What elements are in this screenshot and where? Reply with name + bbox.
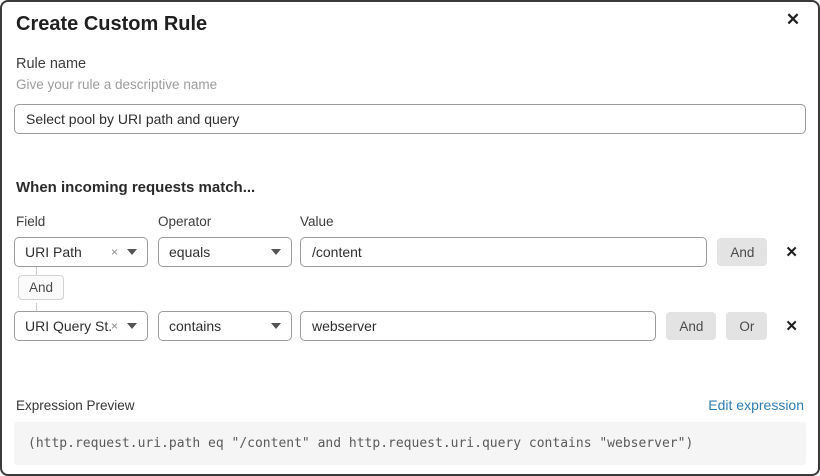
page-title: Create Custom Rule	[16, 13, 208, 35]
expression-preview-header: Expression Preview Edit expression	[14, 397, 806, 413]
condition-row: URI Path × equals And ✕	[14, 237, 806, 267]
value-input[interactable]	[300, 311, 657, 341]
operator-select[interactable]: contains	[158, 311, 292, 341]
chevron-down-icon	[271, 249, 281, 255]
connector-line	[36, 267, 37, 275]
clear-selection-icon[interactable]: ×	[110, 319, 118, 333]
rule-name-helper-text: Give your rule a descriptive name	[16, 77, 218, 92]
remove-condition-icon[interactable]: ✕	[785, 317, 798, 335]
field-select-value: URI Path	[25, 244, 82, 260]
value-input[interactable]	[300, 237, 708, 267]
and-button[interactable]: And	[717, 238, 768, 266]
close-icon[interactable]: ✕	[782, 9, 804, 31]
connector-line	[36, 303, 37, 311]
operator-select[interactable]: equals	[158, 237, 292, 267]
field-select[interactable]: URI Query St... ×	[14, 311, 148, 341]
field-select[interactable]: URI Path ×	[14, 237, 148, 267]
and-button[interactable]: And	[666, 312, 717, 340]
connector-and-badge: And	[18, 275, 65, 300]
clear-selection-icon[interactable]: ×	[110, 245, 118, 259]
match-section-heading: When incoming requests match...	[16, 179, 256, 196]
value-column-label: Value	[300, 214, 334, 229]
remove-condition-icon[interactable]: ✕	[785, 243, 798, 261]
operator-column-label: Operator	[158, 214, 212, 229]
chevron-down-icon	[127, 323, 137, 329]
field-select-value: URI Query St...	[25, 318, 111, 334]
condition-row: URI Query St... × contains And Or ✕	[14, 311, 806, 341]
rule-name-label: Rule name	[16, 56, 87, 72]
expression-code-block: (http.request.uri.path eq "/content" and…	[14, 422, 806, 465]
chevron-down-icon	[127, 249, 137, 255]
condition-connector: And	[14, 267, 806, 311]
chevron-down-icon	[271, 323, 281, 329]
field-column-label: Field	[16, 214, 46, 229]
operator-select-value: contains	[169, 318, 222, 334]
expression-preview-label: Expression Preview	[16, 398, 135, 413]
or-button[interactable]: Or	[726, 312, 768, 340]
operator-select-value: equals	[169, 244, 211, 260]
condition-column-labels: Field Operator Value	[14, 214, 806, 229]
rule-name-input[interactable]	[14, 104, 806, 134]
edit-expression-link[interactable]: Edit expression	[708, 397, 804, 413]
